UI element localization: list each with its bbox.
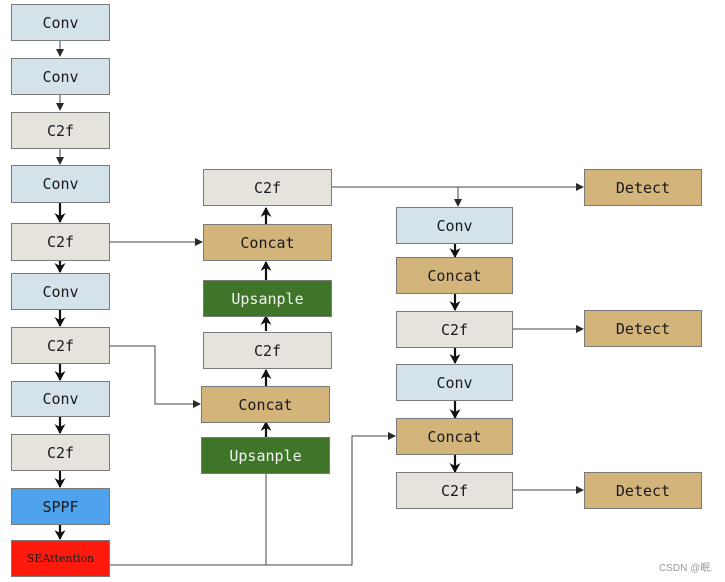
backbone-conv-2: Conv [11, 58, 110, 95]
neck-conv-upper: Conv [396, 207, 513, 244]
neck-concat-right-upper: Concat [396, 257, 513, 294]
watermark: CSDN @眠. [658, 563, 713, 574]
backbone-conv-5: Conv [11, 381, 110, 417]
backbone-c2f-1: C2f [11, 112, 110, 149]
neck-c2f-right-upper: C2f [396, 311, 513, 348]
backbone-seattention: SEAttention [11, 540, 110, 577]
detect-head-2: Detect [584, 310, 702, 347]
backbone-c2f-2: C2f [11, 223, 110, 261]
neck-upsample-lower: Upsanple [201, 437, 330, 474]
neck-conv-lower: Conv [396, 364, 513, 401]
neck-concat-lower: Concat [201, 386, 330, 423]
detect-head-1: Detect [584, 169, 702, 206]
neck-c2f-middle: C2f [203, 332, 332, 369]
neck-upsample-upper: Upsanple [203, 280, 332, 317]
neck-c2f-right-lower: C2f [396, 472, 513, 509]
backbone-c2f-4: C2f [11, 434, 110, 471]
detect-head-3: Detect [584, 472, 702, 509]
backbone-conv-4: Conv [11, 273, 110, 310]
backbone-c2f-3: C2f [11, 327, 110, 364]
backbone-conv-3: Conv [11, 165, 110, 203]
neck-c2f-top: C2f [203, 169, 332, 206]
backbone-sppf: SPPF [11, 488, 110, 525]
neck-concat-right-lower: Concat [396, 418, 513, 455]
backbone-conv-1: Conv [11, 4, 110, 41]
neck-concat-upper: Concat [203, 224, 332, 261]
